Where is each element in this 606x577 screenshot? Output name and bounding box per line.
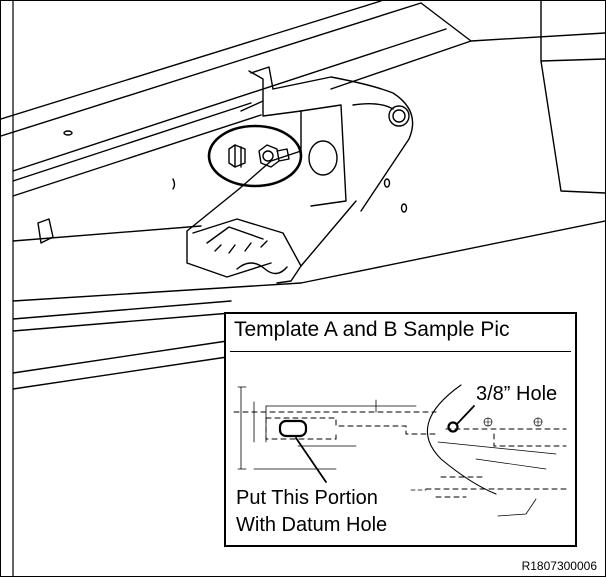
- bolt-callout: [207, 124, 303, 188]
- portion-label: Put This Portion With Datum Hole: [236, 485, 387, 539]
- template-outline: [233, 411, 567, 498]
- portion-leader: [295, 437, 327, 483]
- inset-divider: [230, 351, 571, 352]
- dimension-lines: [237, 386, 417, 470]
- figure-code: R1807300006: [521, 559, 597, 573]
- bracket: [186, 66, 414, 284]
- datum-hole-marker: [278, 419, 308, 438]
- hole-marker: [447, 421, 459, 433]
- hole-label: 3/8” Hole: [476, 383, 558, 405]
- template-drawing: [233, 384, 567, 517]
- portion-label-line1: Put This Portion: [236, 487, 378, 509]
- hole-leader: [456, 405, 475, 425]
- inset-title: Template A and B Sample Pic: [234, 318, 510, 341]
- template-inset: Template A and B Sample Pic: [224, 312, 577, 547]
- portion-label-line2: With Datum Hole: [236, 514, 388, 536]
